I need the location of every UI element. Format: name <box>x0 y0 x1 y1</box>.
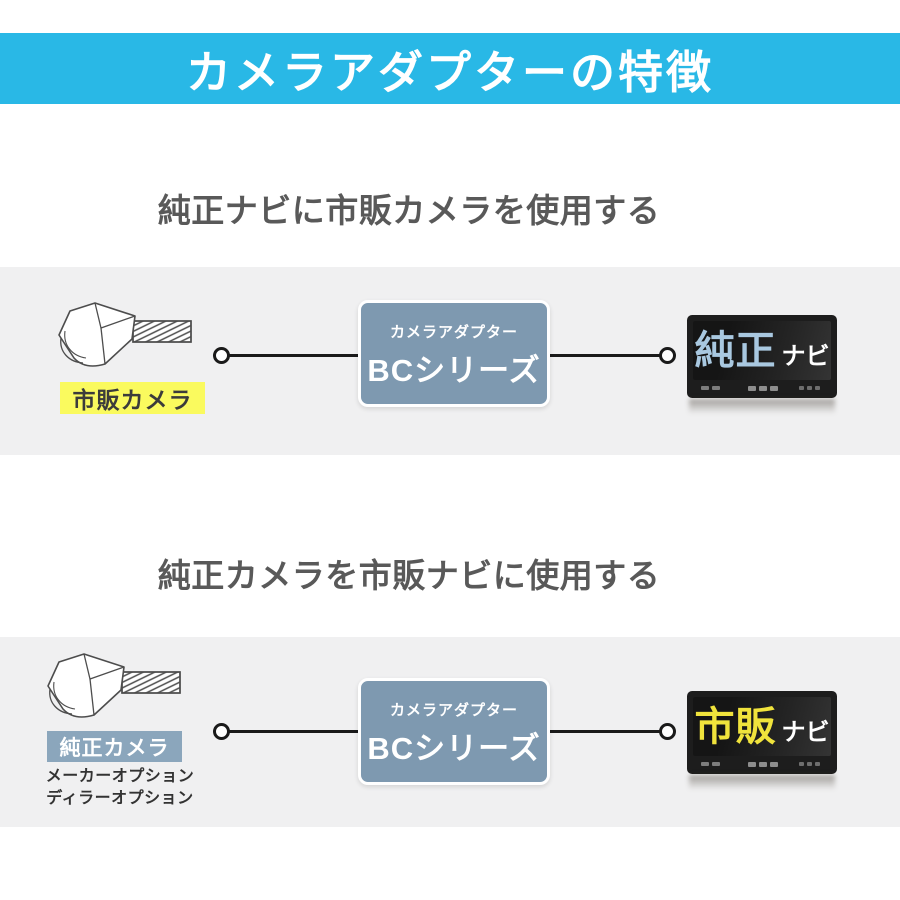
oem-camera-icon <box>47 653 181 718</box>
monitor-reflection <box>689 399 835 414</box>
navi-suffix-text: ナビ <box>781 718 830 746</box>
monitor-buttons <box>701 386 720 390</box>
aftermarket-camera-label: 市販カメラ <box>60 382 205 414</box>
adapter-name: BCシリーズ <box>367 352 541 388</box>
oem-camera-label: 純正カメラ <box>47 731 182 762</box>
section-1-title: 純正ナビに市販カメラを使用する <box>0 184 900 232</box>
monitor-reflection <box>689 775 835 790</box>
adapter-caption: カメラアダプター <box>389 323 518 341</box>
note-dealer-option: ディラーオプション <box>46 790 194 807</box>
aftermarket-camera-icon <box>58 302 192 367</box>
navi-type-text: 市販 <box>694 704 777 749</box>
monitor-buttons <box>799 762 820 766</box>
section-2-title: 純正カメラを市販ナビに使用する <box>0 549 900 597</box>
aftermarket-navi-monitor-icon: 市販 ナビ <box>687 691 837 774</box>
monitor-buttons <box>799 386 820 390</box>
monitor-screen: 市販 ナビ <box>693 697 831 756</box>
monitor-buttons <box>701 762 720 766</box>
wire-adapter-to-monitor <box>550 354 668 357</box>
plug-icon <box>213 347 230 364</box>
navi-type-text: 純正 <box>694 328 777 373</box>
adapter-box: カメラアダプター BCシリーズ <box>358 678 550 785</box>
wire-camera-to-adapter <box>222 354 360 357</box>
adapter-box: カメラアダプター BCシリーズ <box>358 300 550 407</box>
aftermarket-camera-label-text: 市販カメラ <box>72 387 193 413</box>
page-title: カメラアダプターの特徴 <box>185 47 714 98</box>
plug-icon <box>659 347 676 364</box>
plug-icon <box>659 723 676 740</box>
monitor-screen: 純正 ナビ <box>693 321 831 380</box>
monitor-bezel <box>693 380 831 398</box>
wire-adapter-to-monitor <box>550 730 668 733</box>
oem-navi-monitor-icon: 純正 ナビ <box>687 315 837 398</box>
note-maker-option: メーカーオプション <box>45 768 195 785</box>
monitor-buttons <box>748 762 778 767</box>
header-banner: カメラアダプターの特徴 <box>0 33 900 104</box>
monitor-bezel <box>693 756 831 774</box>
monitor-buttons <box>748 386 778 391</box>
section-1-title-text: 純正ナビに市販カメラを使用する <box>157 192 661 229</box>
section-2-title-text: 純正カメラを市販ナビに使用する <box>157 557 661 594</box>
oem-camera-label-text: 純正カメラ <box>59 736 170 760</box>
wire-camera-to-adapter <box>222 730 360 733</box>
adapter-name: BCシリーズ <box>367 730 541 766</box>
plug-icon <box>213 723 230 740</box>
navi-suffix-text: ナビ <box>781 342 830 370</box>
adapter-caption: カメラアダプター <box>389 701 518 719</box>
oem-camera-notes: メーカーオプション ディラーオプション <box>40 766 200 810</box>
